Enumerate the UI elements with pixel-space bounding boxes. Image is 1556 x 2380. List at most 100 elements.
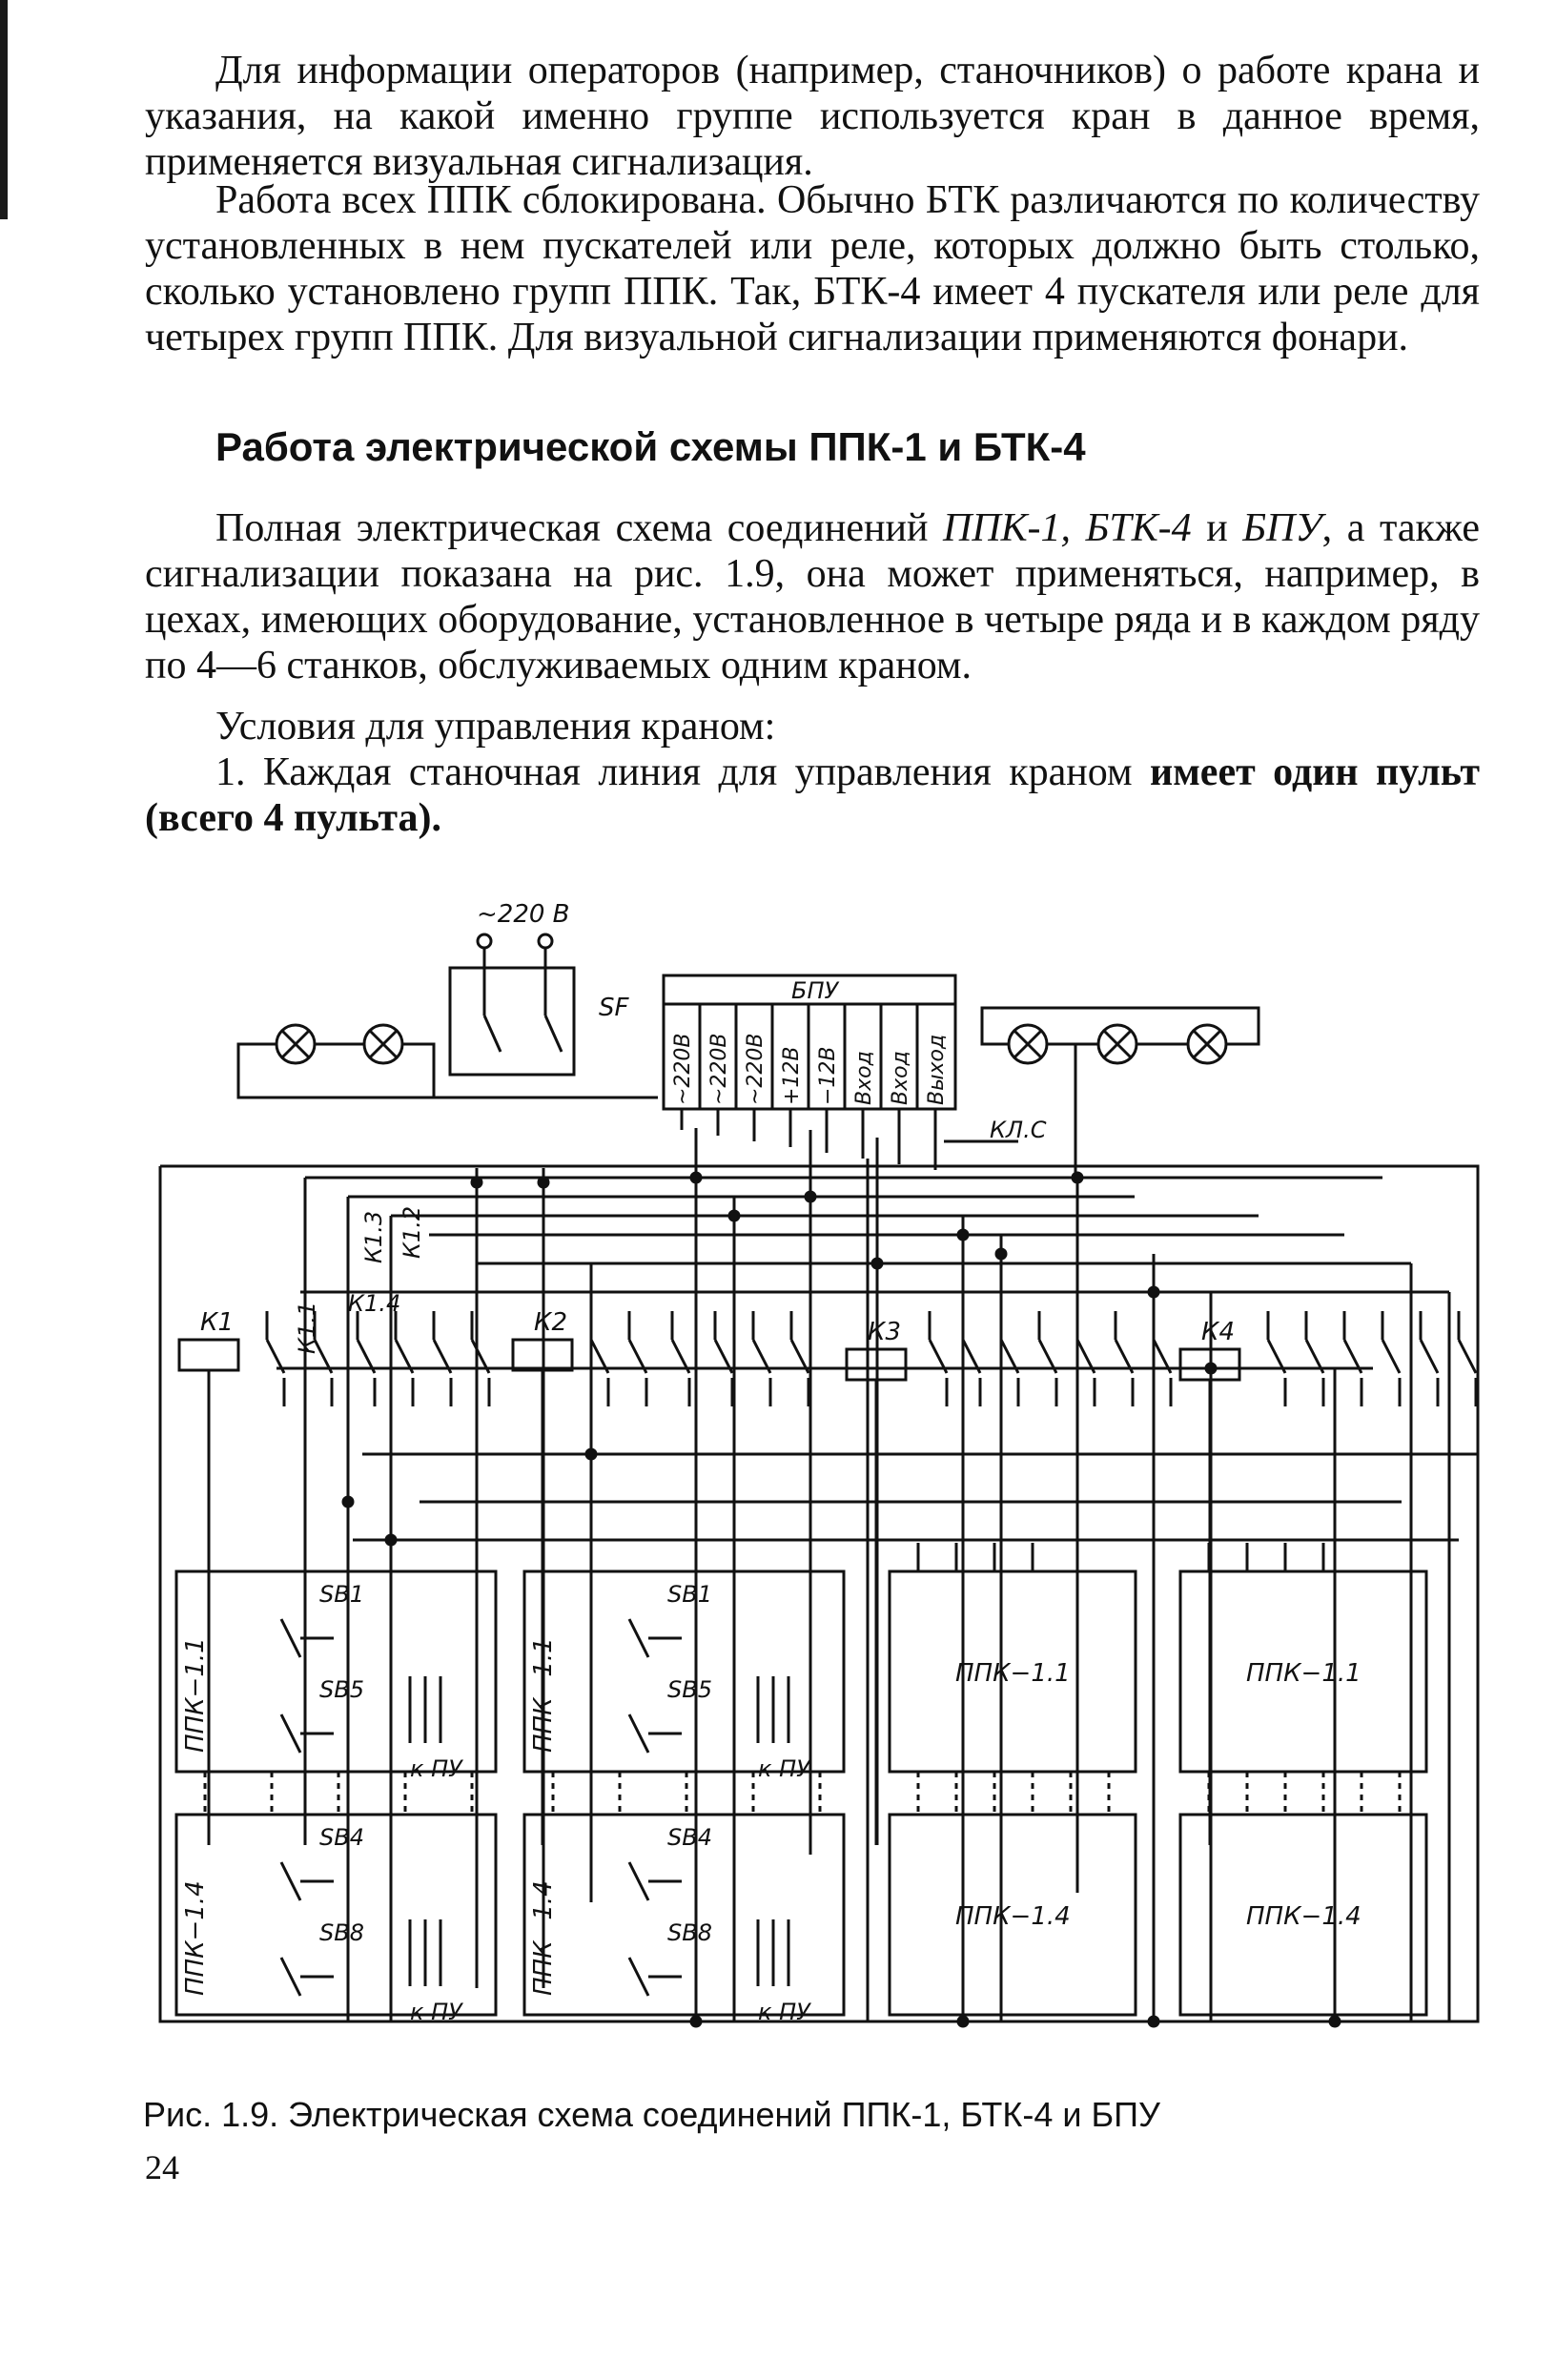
junction-dot [384, 1533, 398, 1547]
button-contact [279, 1861, 302, 1901]
bpu-terminal-label: Вход [889, 1051, 912, 1105]
contact-blade [1152, 1339, 1173, 1374]
lamp-wire [402, 1042, 436, 1098]
supply-terminal [537, 933, 554, 950]
relay-label: К1 [200, 1308, 234, 1337]
junction-dot [1328, 2015, 1341, 2028]
supply-terminal [476, 933, 493, 950]
button-label: SB4 [319, 1824, 364, 1851]
lamp-wire [236, 1042, 658, 1099]
contact-label-k1-2: К1.2 [399, 1206, 425, 1259]
junction-dot [956, 1228, 970, 1241]
lamp-cross [1013, 1029, 1043, 1059]
kls-label: КЛ.С [990, 1117, 1047, 1143]
button-contact [627, 1713, 650, 1754]
page-spine-edge [0, 0, 8, 219]
ppk-label: ППК−1.1 [529, 1637, 558, 1753]
contact-blade [999, 1339, 1020, 1374]
button-label: SB1 [667, 1581, 712, 1608]
contact-blade [470, 1339, 491, 1374]
junction-dot [956, 2015, 970, 2028]
contact-label-k1-4: К1.4 [348, 1290, 400, 1317]
ppk-panel-1-4 [174, 1813, 498, 2017]
contact-blade [789, 1339, 810, 1374]
bpu-title: БПУ [791, 977, 840, 1004]
contact-blade [589, 1339, 610, 1374]
junction-dot [1071, 1171, 1084, 1184]
junction-dot [1147, 1285, 1160, 1299]
contact-blade [1037, 1339, 1058, 1374]
ppk-panel-1-1 [174, 1570, 498, 1774]
contact-blade [751, 1339, 772, 1374]
junction-dot [689, 2015, 703, 2028]
junction-dot [470, 1176, 483, 1189]
lamp-cross [280, 1029, 311, 1059]
button-contact [279, 1713, 302, 1754]
paragraph-full-scheme: Полная электрическая схема соединений ПП… [145, 506, 1480, 687]
ppk-panel-1-1 [888, 1570, 1137, 1774]
contact-blade [265, 1339, 286, 1374]
outer-loop-wire [158, 1164, 1480, 2023]
to-pu-label: к ПУ [758, 1755, 811, 1782]
ppk-panel-1-4 [1178, 1813, 1428, 2017]
ppk-label: ППК−1.1 [955, 1659, 1071, 1688]
to-pu-label: к ПУ [410, 1755, 463, 1782]
ppk-label: ППК−1.4 [181, 1880, 210, 1996]
bpu-terminal-label: ~220В [671, 1033, 695, 1105]
button-label: SB8 [319, 1919, 364, 1946]
relay-coil-1 [177, 1338, 240, 1372]
bpu-terminal-label: Выход [925, 1035, 949, 1105]
to-pu-label: к ПУ [758, 1999, 811, 2025]
contact-blade [1419, 1339, 1440, 1374]
ppk-label: ППК−1.1 [181, 1637, 210, 1753]
button-contact [627, 1957, 650, 1997]
lamp-wire [980, 1006, 1260, 1046]
junction-dot [1204, 1362, 1218, 1375]
relay-label: К3 [868, 1318, 901, 1346]
contact-blade [713, 1339, 734, 1374]
bpu-terminal-label: Вход [852, 1051, 876, 1105]
contact-blade [1266, 1339, 1287, 1374]
contact-blade [432, 1339, 453, 1374]
switch-sf-box [448, 966, 576, 1077]
button-label: SB5 [319, 1676, 364, 1703]
contact-blade [1114, 1339, 1135, 1374]
button-contact [279, 1618, 302, 1658]
contact-blade [670, 1339, 691, 1374]
ppk-panel-1-4 [888, 1813, 1137, 2017]
contact-blade [1381, 1339, 1402, 1374]
lamp-cross [368, 1029, 399, 1059]
junction-dot [1147, 2015, 1160, 2028]
button-label: SB1 [319, 1581, 364, 1608]
junction-dot [804, 1190, 817, 1203]
contact-blade [1342, 1339, 1363, 1374]
button-label: SB8 [667, 1919, 712, 1946]
bpu-terminal-label: +12В [780, 1046, 804, 1105]
junction-dot [994, 1247, 1008, 1261]
lamp-cross [1102, 1029, 1133, 1059]
paragraph-conditions: Условия для управления краном: [215, 705, 776, 749]
section-heading: Работа электрической схемы ППК-1 и БТК-4 [215, 424, 1086, 469]
contact-blade [627, 1339, 648, 1374]
ppk-panel-1-1 [1178, 1570, 1428, 1774]
contact-blade [313, 1339, 334, 1374]
button-label: SB4 [667, 1824, 712, 1851]
ppk-panel-1-4 [522, 1813, 846, 2017]
figure-caption: Рис. 1.9. Электрическая схема соединений… [143, 2095, 1160, 2134]
contact-label-k1-3: К1.3 [360, 1211, 387, 1263]
relay-label: К4 [1201, 1318, 1235, 1346]
ppk-label: ППК−1.4 [955, 1902, 1071, 1931]
lamp-cross [1192, 1029, 1222, 1059]
contact-blade [1304, 1339, 1325, 1374]
junction-dot [689, 1171, 703, 1184]
page-number: 24 [145, 2148, 179, 2186]
contact-blade [394, 1339, 415, 1374]
contact-blade [1075, 1339, 1096, 1374]
bpu-terminal-label: ~220В [744, 1033, 768, 1105]
ppk-label: ППК−1.1 [1246, 1659, 1362, 1688]
paragraph-condition-1: 1. Каждая станочная линия для управления… [145, 750, 1480, 840]
ppk-panel-1-1 [522, 1570, 846, 1774]
relay-label: К2 [534, 1308, 567, 1337]
